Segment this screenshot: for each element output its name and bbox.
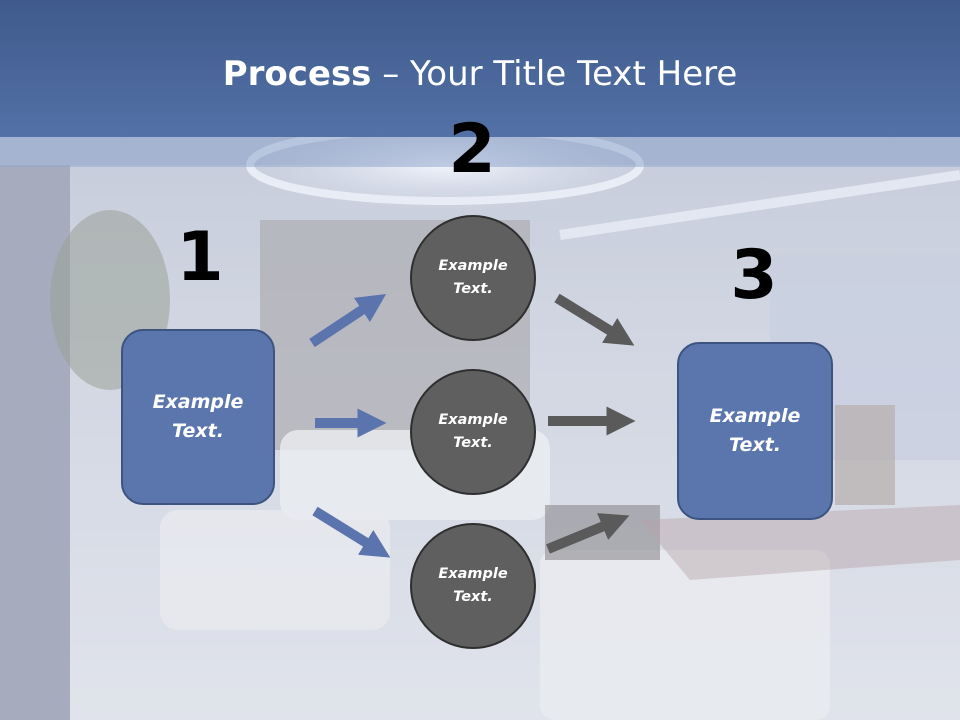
step-3-box: Example Text. (677, 342, 833, 520)
title-rest: – Your Title Text Here (371, 54, 738, 94)
title-band-shadow (0, 137, 960, 167)
step-number-1: 1 (176, 218, 224, 297)
slide-title: Process – Your Title Text Here (0, 50, 960, 98)
circle-middle-text: Example Text. (438, 412, 508, 451)
step-2-circle-top: Example Text. (410, 215, 536, 341)
step-number-3: 3 (730, 236, 778, 315)
step-1-box-text: Example Text. (152, 391, 244, 442)
circle-top-text: Example Text. (438, 258, 508, 297)
circle-bottom-text: Example Text. (438, 566, 508, 605)
step-1-box: Example Text. (121, 329, 275, 505)
step-3-box-text: Example Text. (709, 405, 801, 456)
step-2-circle-bottom: Example Text. (410, 523, 536, 649)
title-bold: Process (222, 54, 372, 94)
step-2-circle-middle: Example Text. (410, 369, 536, 495)
step-number-2: 2 (448, 110, 496, 189)
title-band (0, 0, 960, 137)
